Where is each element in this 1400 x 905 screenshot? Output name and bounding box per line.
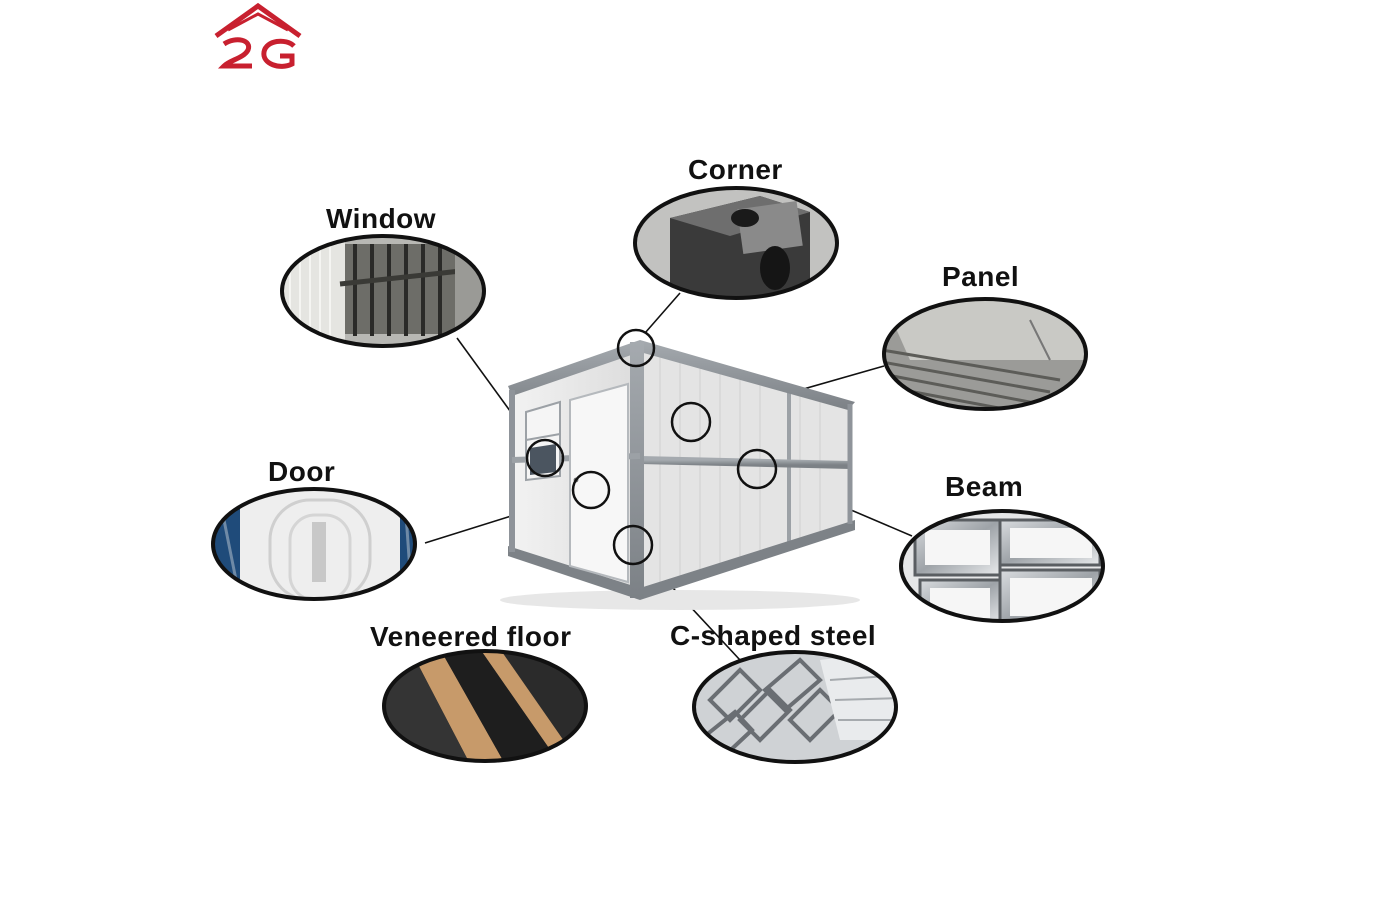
detail-circle-door	[571, 470, 611, 510]
window-label: Window	[326, 203, 437, 234]
detail-circle-cshape	[612, 524, 654, 566]
corner-label: Corner	[688, 154, 783, 185]
panel-detail-bubble	[882, 297, 1088, 411]
detail-circle-beam	[736, 448, 778, 490]
window-detail-bubble	[280, 234, 486, 348]
door-detail-bubble	[211, 487, 417, 601]
beam-label: Beam	[945, 471, 1024, 502]
connector-corner	[644, 292, 681, 334]
door-label: Door	[268, 456, 336, 487]
beam-detail-bubble	[899, 509, 1105, 623]
c-shaped-steel-label: C-shaped steel	[670, 620, 877, 651]
detail-circle-panel	[670, 401, 712, 443]
corner-detail-bubble	[633, 186, 839, 300]
c-shaped-steel-detail-bubble	[692, 650, 898, 764]
veneered-floor-detail-bubble	[382, 649, 588, 763]
logo-mark	[214, 2, 302, 69]
panel-label: Panel	[942, 261, 1020, 292]
detail-circle-corner	[616, 328, 656, 368]
detail-circle-window	[525, 438, 565, 478]
veneered-floor-label: Veneered floor	[370, 621, 572, 652]
container-house	[500, 328, 860, 610]
